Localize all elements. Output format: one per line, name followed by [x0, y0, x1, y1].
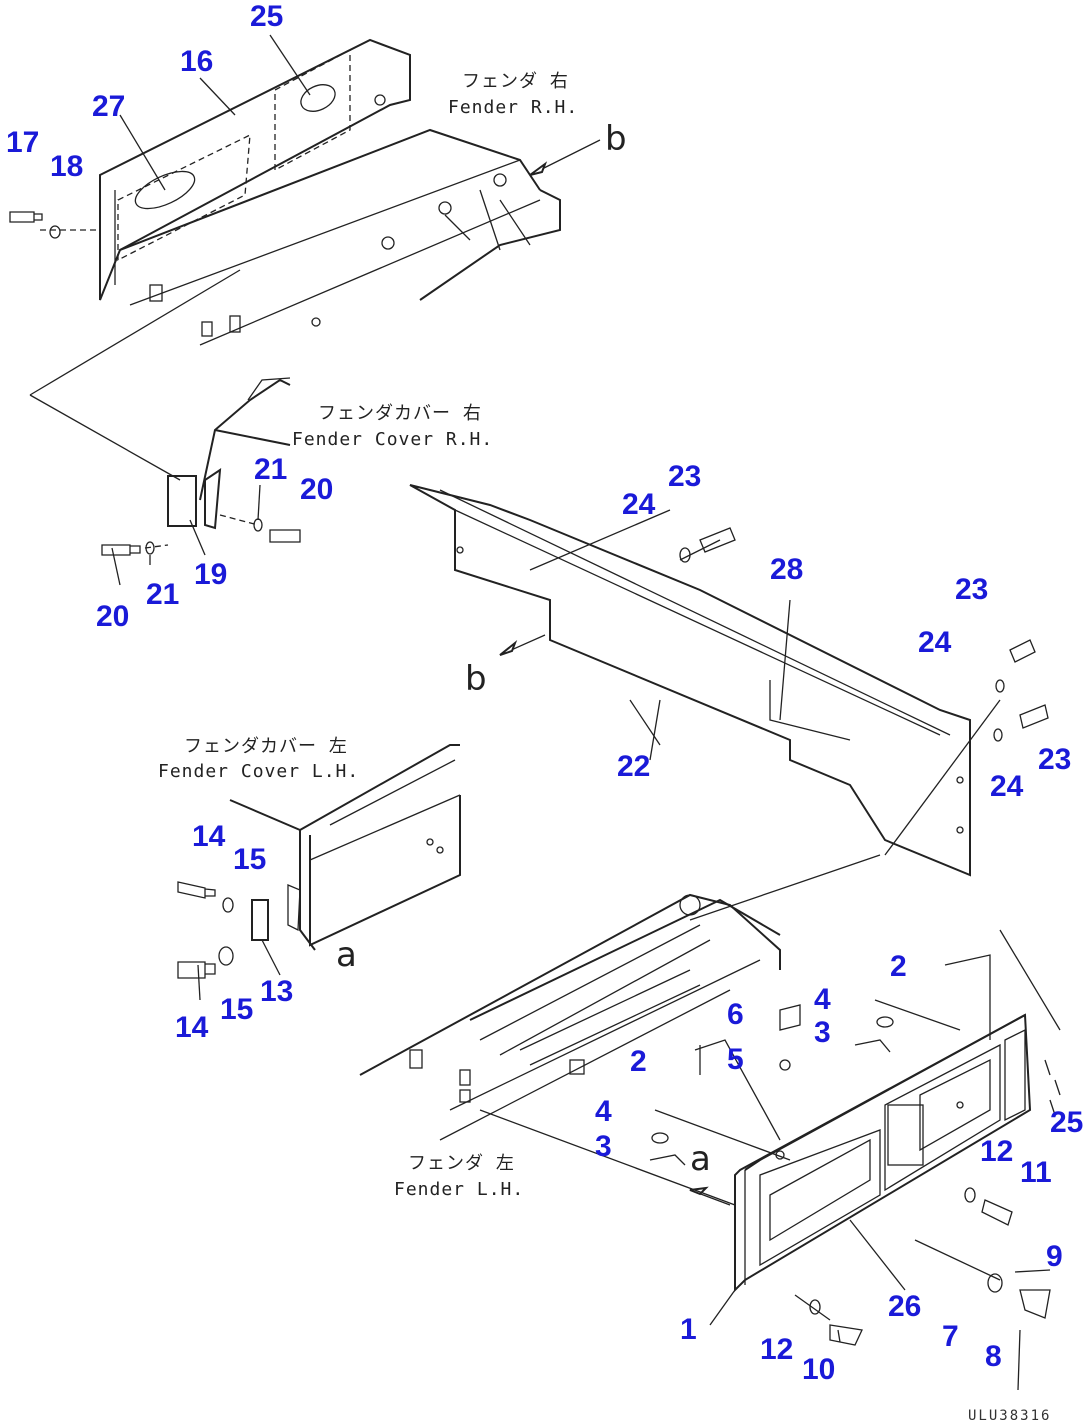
callout-18: 18 [50, 150, 84, 183]
callout-11: 11 [1020, 1156, 1052, 1189]
drawing-code: ULU38316 [968, 1408, 1052, 1424]
callout-13: 13 [260, 975, 294, 1008]
fender-rh-label-en: Fender R.H. [448, 97, 579, 118]
callout-15: 15 [233, 843, 267, 876]
callout-2: 2 [630, 1045, 647, 1078]
callout-4: 4 [814, 983, 831, 1016]
callout-2: 2 [890, 950, 907, 983]
callout-25: 25 [1050, 1106, 1084, 1139]
callout-21: 21 [146, 578, 180, 611]
callout-9: 9 [1046, 1240, 1063, 1273]
callout-14: 14 [175, 1011, 209, 1044]
callout-27: 27 [92, 90, 126, 123]
callout-1: 1 [680, 1313, 697, 1346]
fender-cover-rh-label-en: Fender Cover R.H. [292, 429, 494, 450]
fender-lh-label-en: Fender L.H. [394, 1179, 525, 1200]
view-letter-a-low: a [690, 1139, 711, 1179]
callout-6: 6 [727, 998, 744, 1031]
callout-28: 28 [770, 553, 804, 586]
callout-3: 3 [595, 1130, 612, 1163]
view-letter-a-mid: a [336, 935, 357, 975]
fender-lh-assembly [359, 854, 1061, 1346]
callout-24: 24 [918, 626, 952, 659]
leader-lines [111, 34, 1021, 1391]
fender-cover-lh-label-en: Fender Cover L.H. [158, 761, 360, 782]
view-letter-b-top: b [605, 119, 627, 159]
callout-17: 17 [6, 126, 40, 159]
fender-lh-label-jp: フェンダ 左 [408, 1153, 515, 1174]
callout-5: 5 [727, 1043, 744, 1076]
fender-cover-lh-label-jp: フェンダカバー 左 [184, 736, 348, 757]
callout-24: 24 [990, 770, 1024, 803]
callout-21: 21 [254, 453, 288, 486]
view-letter-b-mid: b [465, 659, 487, 699]
callout-10: 10 [802, 1353, 836, 1386]
callout-24: 24 [622, 488, 656, 521]
callout-26: 26 [888, 1290, 922, 1323]
callout-12: 12 [980, 1135, 1014, 1168]
fender-cover-rh-assembly [101, 377, 301, 556]
callout-23: 23 [955, 573, 989, 606]
callout-7: 7 [942, 1320, 959, 1353]
callout-3: 3 [814, 1016, 831, 1049]
callout-20: 20 [96, 600, 130, 633]
callout-8: 8 [985, 1340, 1002, 1373]
fender-rh-label-jp: フェンダ 右 [462, 71, 569, 92]
fender-rh-assembly [9, 38, 601, 346]
callout-23: 23 [668, 460, 702, 493]
callout-16: 16 [180, 45, 214, 78]
bracket-22 [409, 484, 1049, 877]
callout-19: 19 [194, 558, 228, 591]
callout-20: 20 [300, 473, 334, 506]
callout-25: 25 [250, 0, 284, 33]
callout-23: 23 [1038, 743, 1072, 776]
callout-15: 15 [220, 993, 254, 1026]
fender-cover-lh-assembly [177, 744, 461, 979]
callout-4: 4 [595, 1095, 612, 1128]
callout-14: 14 [192, 820, 226, 853]
fender-cover-rh-label-jp: フェンダカバー 右 [318, 403, 482, 424]
callout-12: 12 [760, 1333, 794, 1366]
callout-22: 22 [617, 750, 651, 783]
